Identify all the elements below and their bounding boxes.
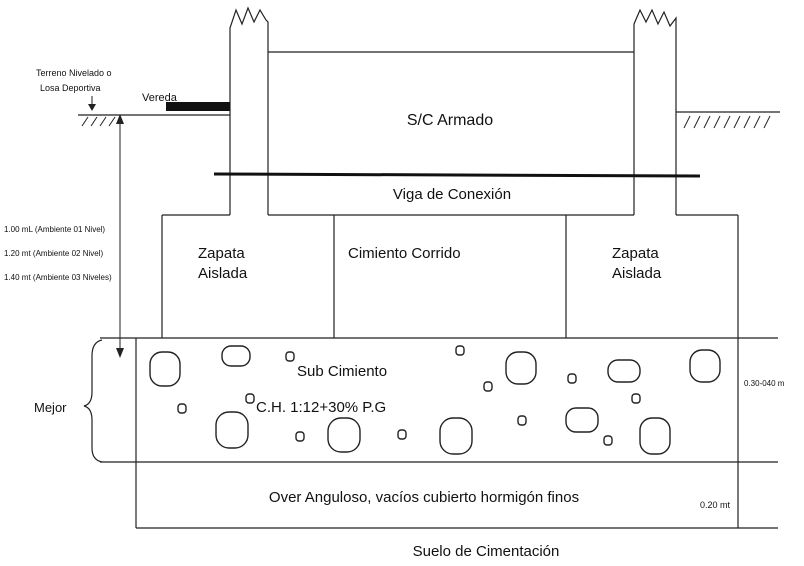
terrain-label-line2: Losa Deportiva <box>40 83 101 93</box>
suelo-label: Suelo de Cimentación <box>413 543 560 560</box>
vereda-slab <box>166 102 230 111</box>
depth-arrow-top <box>116 114 124 124</box>
stone <box>603 435 613 446</box>
stone <box>439 417 473 455</box>
stones-group <box>149 345 721 455</box>
stone <box>639 417 671 455</box>
ch-mix-label: C.H. 1:12+30% P.G <box>256 399 386 416</box>
zapata-left-label-2: Aislada <box>198 265 248 282</box>
depth-label-3: 1.40 mt (Ambiente 03 Niveles) <box>4 273 112 282</box>
stone <box>631 393 641 404</box>
stone <box>215 411 249 449</box>
mejor-brace <box>83 339 103 463</box>
right-column-outline <box>633 8 677 215</box>
over-label: Over Anguloso, vacíos cubierto hormigón … <box>269 489 579 506</box>
stone <box>517 415 527 426</box>
vereda-label: Vereda <box>142 92 178 104</box>
zapata-right-label-1: Zapata <box>612 245 659 262</box>
terrain-label-line1: Terreno Nivelado o <box>36 68 112 78</box>
thickness-over-label: 0.20 mt <box>700 500 731 510</box>
stone <box>397 429 407 440</box>
zapata-right-label-2: Aislada <box>612 265 662 282</box>
cimiento-corrido-label: Cimiento Corrido <box>348 245 461 262</box>
stone <box>505 351 537 385</box>
stone <box>689 349 721 383</box>
depth-arrow-bottom <box>116 348 124 358</box>
stone <box>149 351 181 387</box>
depth-label-2: 1.20 mt (Ambiente 02 Nivel) <box>4 249 103 258</box>
sub-cimiento-label: Sub Cimiento <box>297 363 387 380</box>
sc-armado-label: S/C Armado <box>407 112 493 129</box>
stone <box>245 393 255 404</box>
ground-hatch-right <box>683 115 771 129</box>
stone <box>607 359 641 383</box>
stone <box>327 417 361 453</box>
left-column-outline <box>229 6 269 215</box>
stone <box>285 351 295 362</box>
mejor-label: Mejor <box>34 400 67 415</box>
depth-label-1: 1.00 mL (Ambiente 01 Nivel) <box>4 225 105 234</box>
viga-label: Viga de Conexión <box>393 186 511 203</box>
stone <box>221 345 251 367</box>
stone <box>455 345 465 356</box>
stone <box>483 381 493 392</box>
stone <box>295 431 305 442</box>
zapata-left-label-1: Zapata <box>198 245 245 262</box>
stone <box>177 403 187 414</box>
ground-hatch-left <box>81 116 116 127</box>
stone <box>567 373 577 384</box>
stone <box>565 407 599 433</box>
terrain-pointer-head <box>88 104 96 111</box>
connection-beam-line <box>213 172 701 178</box>
thickness-sub-label: 0.30-040 m <box>744 379 785 388</box>
